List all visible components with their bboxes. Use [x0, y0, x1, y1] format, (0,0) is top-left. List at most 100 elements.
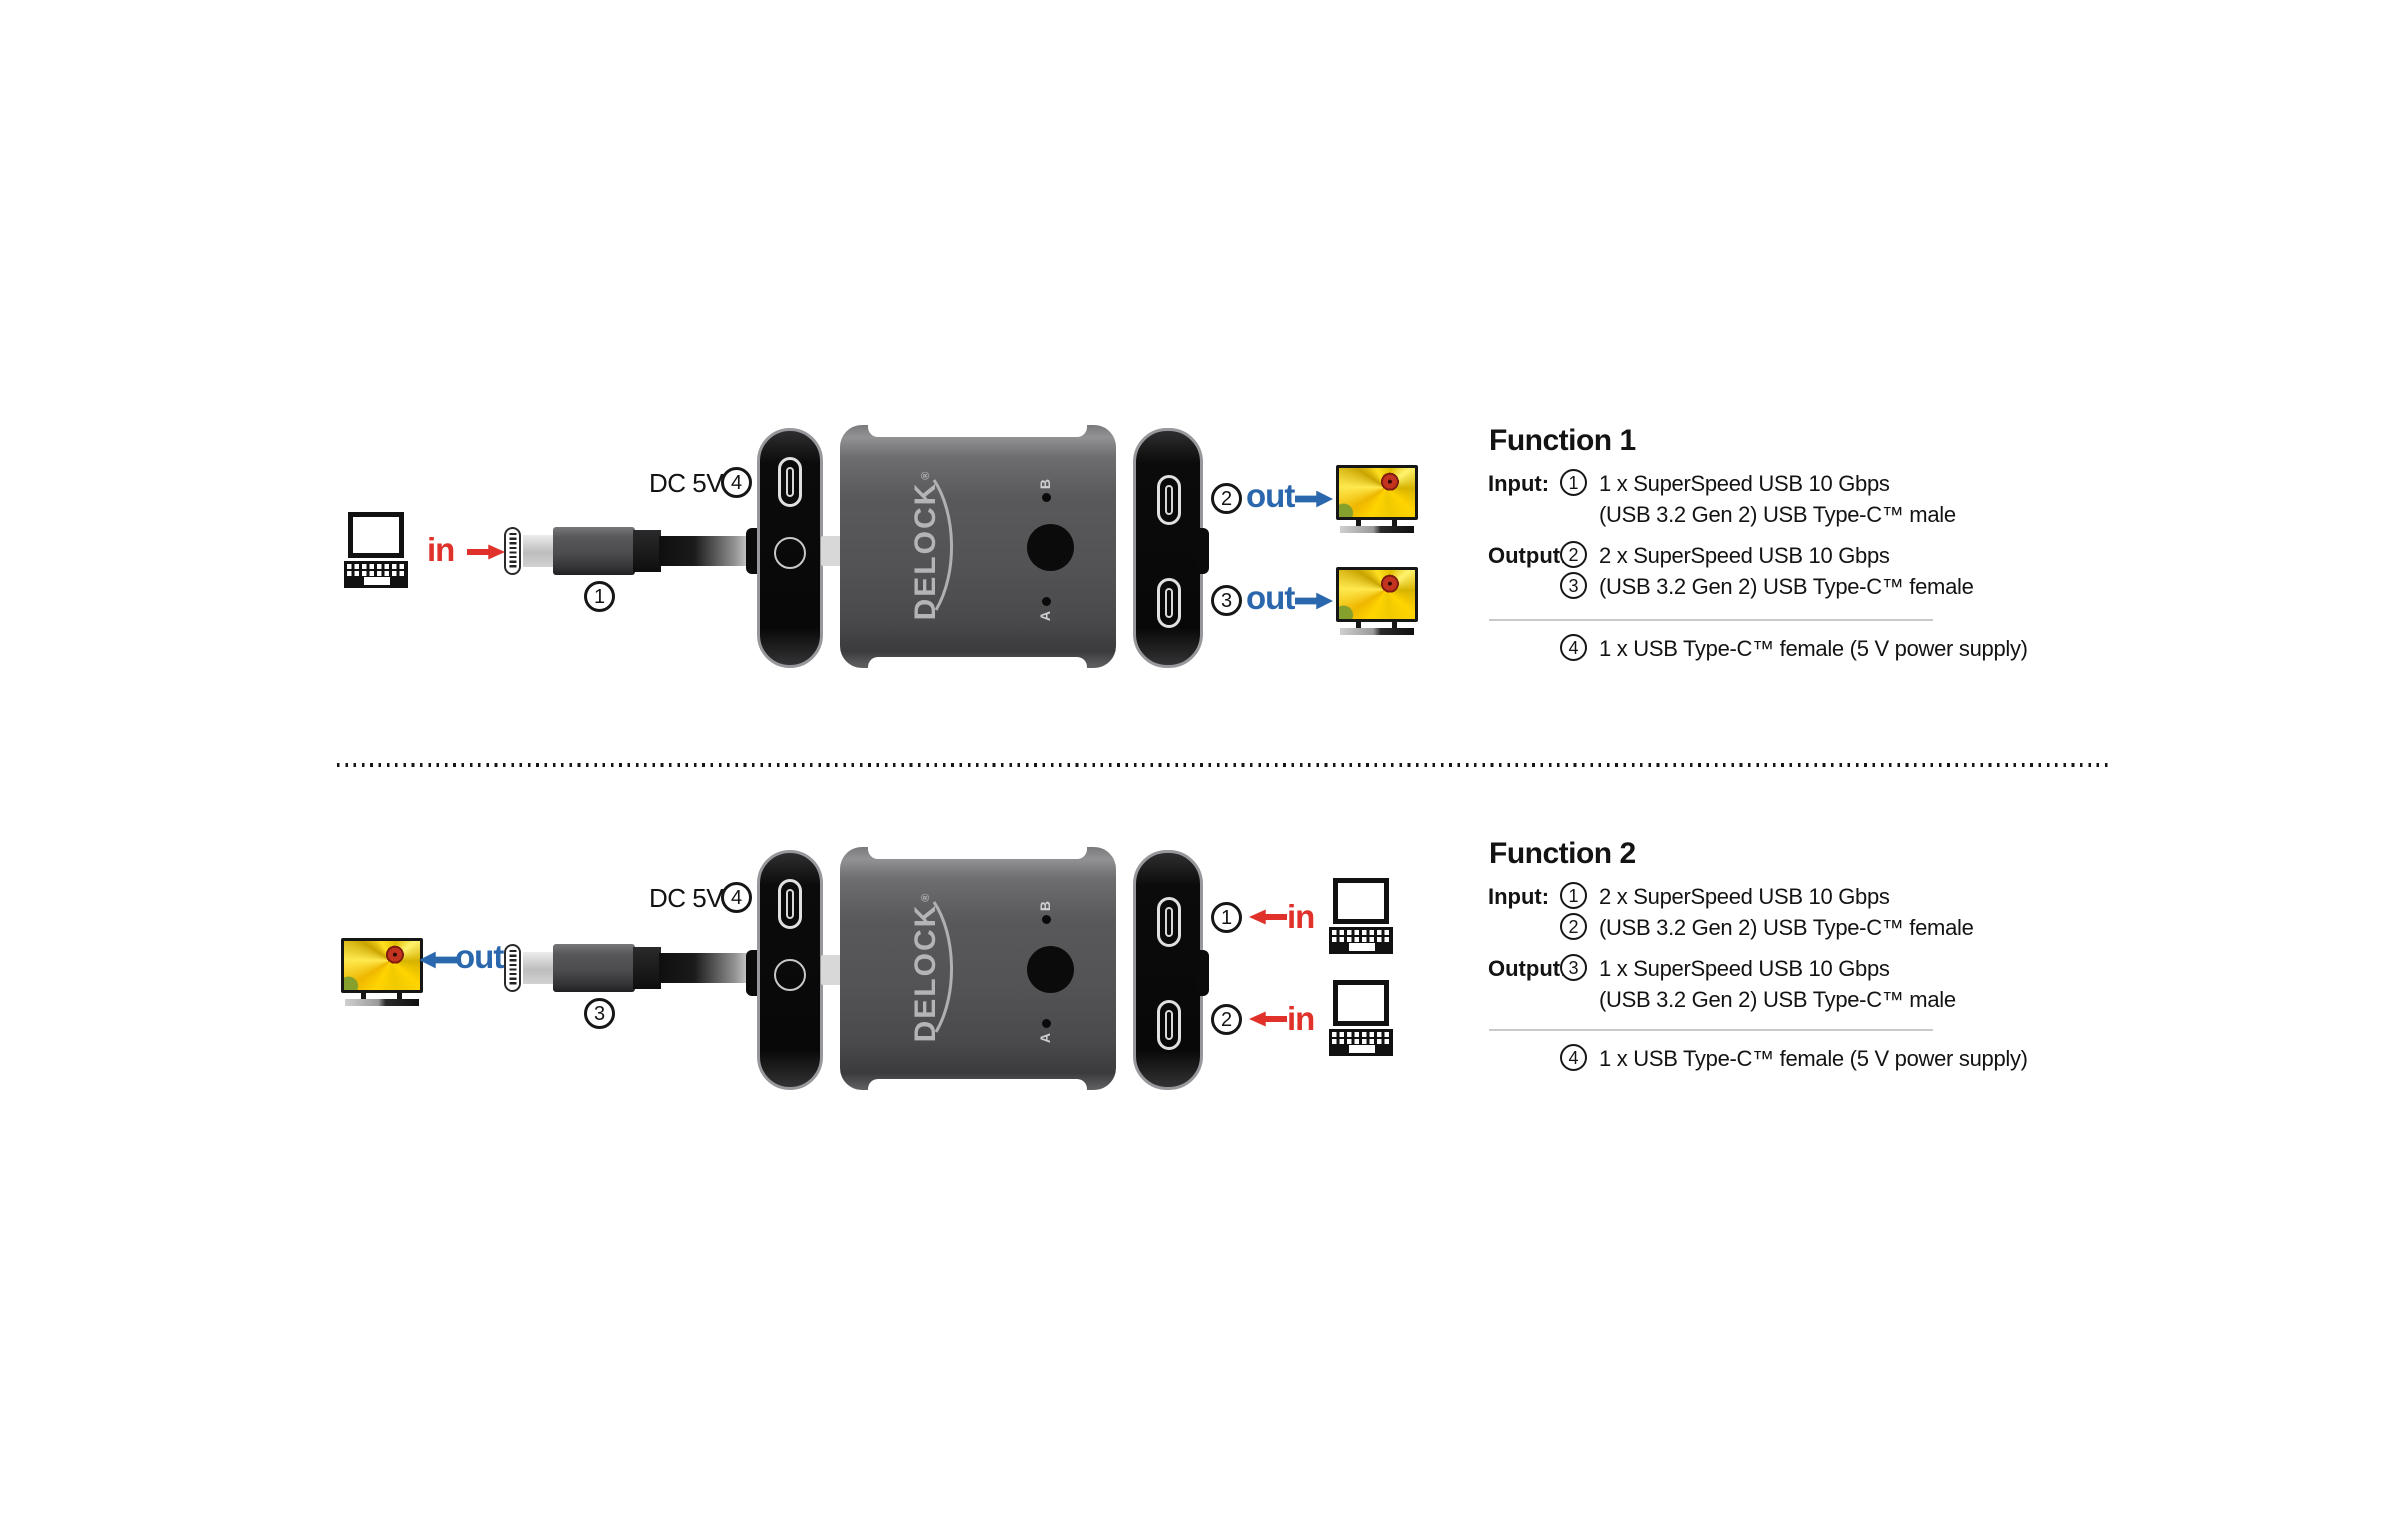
function2-power-line: 1 x USB Type-C™ female (5 V power supply… — [1599, 1046, 2028, 1071]
usb-c-plug-body — [553, 527, 635, 575]
cable-stub — [821, 536, 841, 566]
usb-cable — [659, 536, 759, 566]
in-arrow-bottom-icon — [1249, 1011, 1287, 1027]
select-button — [1027, 524, 1074, 571]
led-a-dot — [1042, 1019, 1051, 1028]
callout-3: 3 — [584, 998, 615, 1029]
device-bottom-groove — [868, 657, 1087, 668]
led-a-label: A — [1037, 610, 1054, 622]
laptop-icon-bottom — [1329, 980, 1393, 1056]
laptop-spacebar — [1349, 943, 1375, 951]
callout-2: 2 — [1211, 483, 1242, 514]
in-label: in — [427, 531, 455, 568]
function2-input-callout-1: 1 — [1560, 882, 1587, 909]
laptop-keyboard — [344, 561, 408, 588]
logo-swoosh — [932, 901, 953, 1033]
led-b-dot — [1042, 493, 1051, 502]
laptop-screen — [1333, 980, 1389, 1026]
function1-output-line1: 2 x SuperSpeed USB 10 Gbps — [1599, 543, 1890, 568]
monitor-base — [1340, 526, 1414, 533]
monitor-base — [345, 999, 419, 1006]
callout-2: 2 — [1211, 1004, 1242, 1035]
monitor-post — [361, 992, 366, 999]
section-divider — [337, 763, 2110, 767]
cable-entry-hole — [774, 959, 806, 991]
device-top-groove — [868, 425, 1087, 437]
laptop-screen — [1333, 878, 1389, 924]
laptop-icon — [344, 512, 408, 588]
monitor-screen — [341, 938, 423, 993]
monitor-post — [1392, 519, 1397, 526]
in-arrow-top-icon — [1249, 909, 1287, 925]
device-top-groove — [868, 847, 1087, 859]
function2-input-label: Input: — [1488, 884, 1550, 909]
usb-cable — [659, 953, 759, 983]
function1-input-line2: (USB 3.2 Gen 2) USB Type-C™ male — [1599, 502, 1956, 527]
function2-title: Function 2 — [1489, 837, 1636, 870]
laptop-spacebar — [364, 577, 390, 585]
flower-image — [1339, 468, 1415, 517]
out-arrow-top-icon — [1295, 490, 1333, 508]
callout-4: 4 — [721, 467, 752, 498]
usb-c-port-icon — [1157, 475, 1181, 525]
power-port-panel — [757, 850, 823, 1090]
callout-3: 3 — [1211, 585, 1242, 616]
function2-output-line1: 1 x SuperSpeed USB 10 Gbps — [1599, 956, 1890, 981]
callout-4: 4 — [721, 882, 752, 913]
monitor-post — [397, 992, 402, 999]
power-port-panel — [757, 428, 823, 668]
out-label-top: out — [1246, 477, 1295, 514]
laptop-keyboard — [1329, 1029, 1393, 1056]
laptop-key-row — [1332, 937, 1390, 942]
usb-c-port-icon — [778, 879, 802, 929]
function2-input-line1: 2 x SuperSpeed USB 10 Gbps — [1599, 884, 1890, 909]
function2-output-label: Output: — [1488, 956, 1568, 981]
flower-image — [344, 941, 420, 990]
led-b-label: B — [1037, 900, 1054, 912]
callout-1: 1 — [1211, 902, 1242, 933]
led-b-dot — [1042, 915, 1051, 924]
monitor-post — [1356, 519, 1361, 526]
function2-power-callout: 4 — [1560, 1044, 1587, 1071]
function2-output-line2: (USB 3.2 Gen 2) USB Type-C™ male — [1599, 987, 1956, 1012]
function1-input-callout: 1 — [1560, 469, 1587, 496]
usb-c-plug-body — [553, 944, 635, 992]
plug-shield — [523, 952, 555, 984]
laptop-spacebar — [1349, 1045, 1375, 1053]
usb-c-port-icon — [1157, 897, 1181, 947]
side-port-tab — [1196, 950, 1209, 996]
monitor-post — [1356, 621, 1361, 628]
laptop-key-row — [347, 571, 405, 576]
led-b-label: B — [1037, 478, 1054, 490]
usb-c-port-icon — [778, 457, 802, 507]
function1-output-line2: (USB 3.2 Gen 2) USB Type-C™ female — [1599, 574, 1974, 599]
side-port-tab — [746, 528, 759, 574]
function1-divider — [1489, 619, 1933, 621]
logo-swoosh — [932, 479, 953, 611]
function1-input-label: Input: — [1488, 471, 1550, 496]
flower-image — [1339, 570, 1415, 619]
function2-output-callout: 3 — [1560, 954, 1587, 981]
function1-power-callout: 4 — [1560, 634, 1587, 661]
function1-power-line: 1 x USB Type-C™ female (5 V power supply… — [1599, 636, 2028, 661]
function2-input-callout-2: 2 — [1560, 913, 1587, 940]
laptop-key-row — [347, 564, 405, 569]
monitor-screen — [1336, 465, 1418, 520]
switch-device-body — [840, 425, 1116, 668]
monitor-icon-bottom — [1336, 567, 1418, 635]
function1-input-line1: 1 x SuperSpeed USB 10 Gbps — [1599, 471, 1890, 496]
plug-strain-relief — [633, 530, 661, 572]
plug-shield — [523, 535, 555, 567]
led-a-label: A — [1037, 1032, 1054, 1044]
dc-5v-label: DC 5V — [649, 883, 724, 913]
cable-entry-hole — [774, 537, 806, 569]
side-port-tab — [746, 950, 759, 996]
callout-1: 1 — [584, 581, 615, 612]
switch-device-body — [840, 847, 1116, 1090]
usb-c-connector-tip-icon — [504, 527, 521, 575]
function1-output-callout-3: 3 — [1560, 572, 1587, 599]
monitor-icon — [341, 938, 423, 1006]
function1-output-callout-2: 2 — [1560, 541, 1587, 568]
monitor-post — [1392, 621, 1397, 628]
